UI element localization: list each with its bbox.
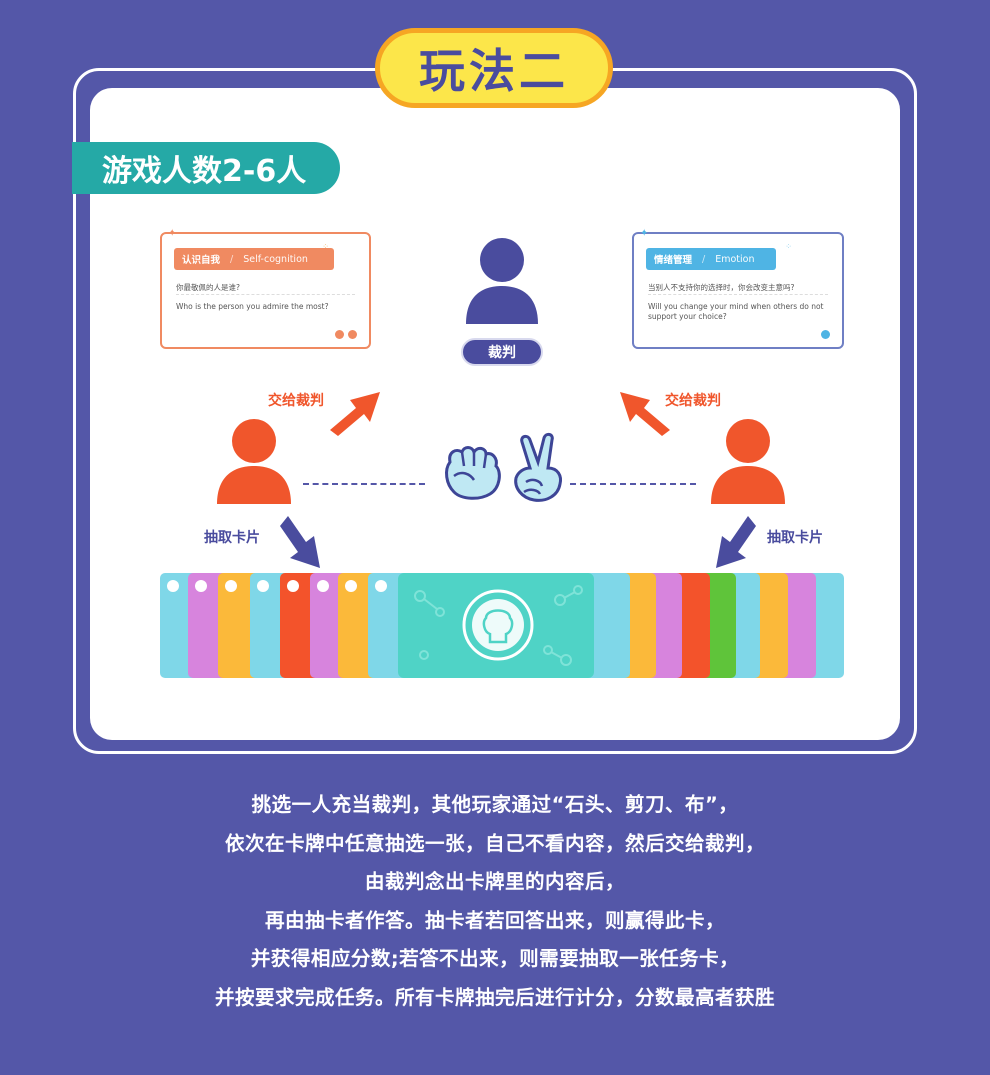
peace-hand-icon: [514, 432, 562, 502]
category-en: Self-cognition: [243, 253, 308, 265]
dashed-connector: [570, 483, 696, 485]
category-tag: 认识自我 / Self-cognition: [174, 248, 334, 270]
question-en: Will you change your mind when others do…: [648, 302, 824, 321]
difficulty-dot: [348, 330, 357, 339]
left-player-icon: [217, 419, 291, 504]
arrow-icon: [330, 392, 380, 436]
draw-card-label-left: 抽取卡片: [204, 530, 260, 546]
tag-separator: /: [230, 253, 234, 265]
dashed-connector: [303, 483, 425, 485]
fist-icon: [445, 446, 501, 500]
category-en: Emotion: [715, 253, 755, 265]
rules-line: 由裁判念出卡牌里的内容后，: [364, 870, 625, 893]
question-card-self-cognition: ✦ ⁘ 认识自我 / Self-cognition 你最敬佩的人是谁? Who …: [160, 228, 371, 349]
players-banner: 游戏人数2-6人: [72, 142, 340, 194]
category-cn: 情绪管理: [654, 255, 693, 266]
rules-text: 挑选一人充当裁判，其他玩家通过“石头、剪刀、布”， 依次在卡牌中任意抽选一张，自…: [0, 786, 990, 1017]
question-en: Who is the person you admire the most?: [176, 302, 329, 311]
rules-line: 并按要求完成任务。所有卡牌抽完后进行计分，分数最高者获胜: [214, 985, 775, 1009]
rules-line: 挑选一人充当裁判，其他玩家通过“石头、剪刀、布”，: [251, 793, 739, 816]
divider: [648, 294, 828, 295]
draw-card-label-right: 抽取卡片: [767, 530, 823, 546]
page-title: 玩法二: [375, 28, 613, 108]
sparkle-icon: ⁘: [785, 242, 792, 251]
judge-label: 裁判: [461, 338, 543, 366]
tag-separator: /: [702, 253, 706, 265]
judge-person-icon: [466, 238, 538, 324]
hand-to-judge-label-right: 交给裁判: [665, 393, 721, 409]
question-card-emotion: ✦ ⁘ 情绪管理 / Emotion 当别人不支持你的选择时，你会改变主意吗? …: [632, 228, 844, 349]
sparkle-icon: ✦: [640, 228, 649, 239]
rules-line: 并获得相应分数;若答不出来，则需要抽取一张任务卡，: [250, 947, 740, 970]
question-cn: 你最敬佩的人是谁?: [176, 283, 240, 292]
sparkle-icon: ✦: [168, 228, 177, 239]
difficulty-dots: [821, 330, 830, 339]
right-player-icon: [711, 419, 785, 504]
divider: [176, 294, 355, 295]
difficulty-dot: [335, 330, 344, 339]
arrow-icon: [280, 516, 320, 568]
question-cn: 当别人不支持你的选择时，你会改变主意吗?: [648, 283, 795, 292]
rules-line: 再由抽卡者作答。抽卡者若回答出来，则赢得此卡，: [264, 908, 725, 932]
sparkle-icon: ⁘: [322, 242, 329, 251]
arrow-icon: [716, 516, 756, 568]
difficulty-dots: [335, 330, 357, 339]
arrow-icon: [620, 392, 670, 436]
difficulty-dot: [821, 330, 830, 339]
category-cn: 认识自我: [182, 255, 221, 266]
hand-to-judge-label-left: 交给裁判: [268, 393, 324, 409]
rules-line: 依次在卡牌中任意抽选一张，自己不看内容，然后交给裁判，: [224, 831, 765, 855]
category-tag: 情绪管理 / Emotion: [646, 248, 776, 270]
